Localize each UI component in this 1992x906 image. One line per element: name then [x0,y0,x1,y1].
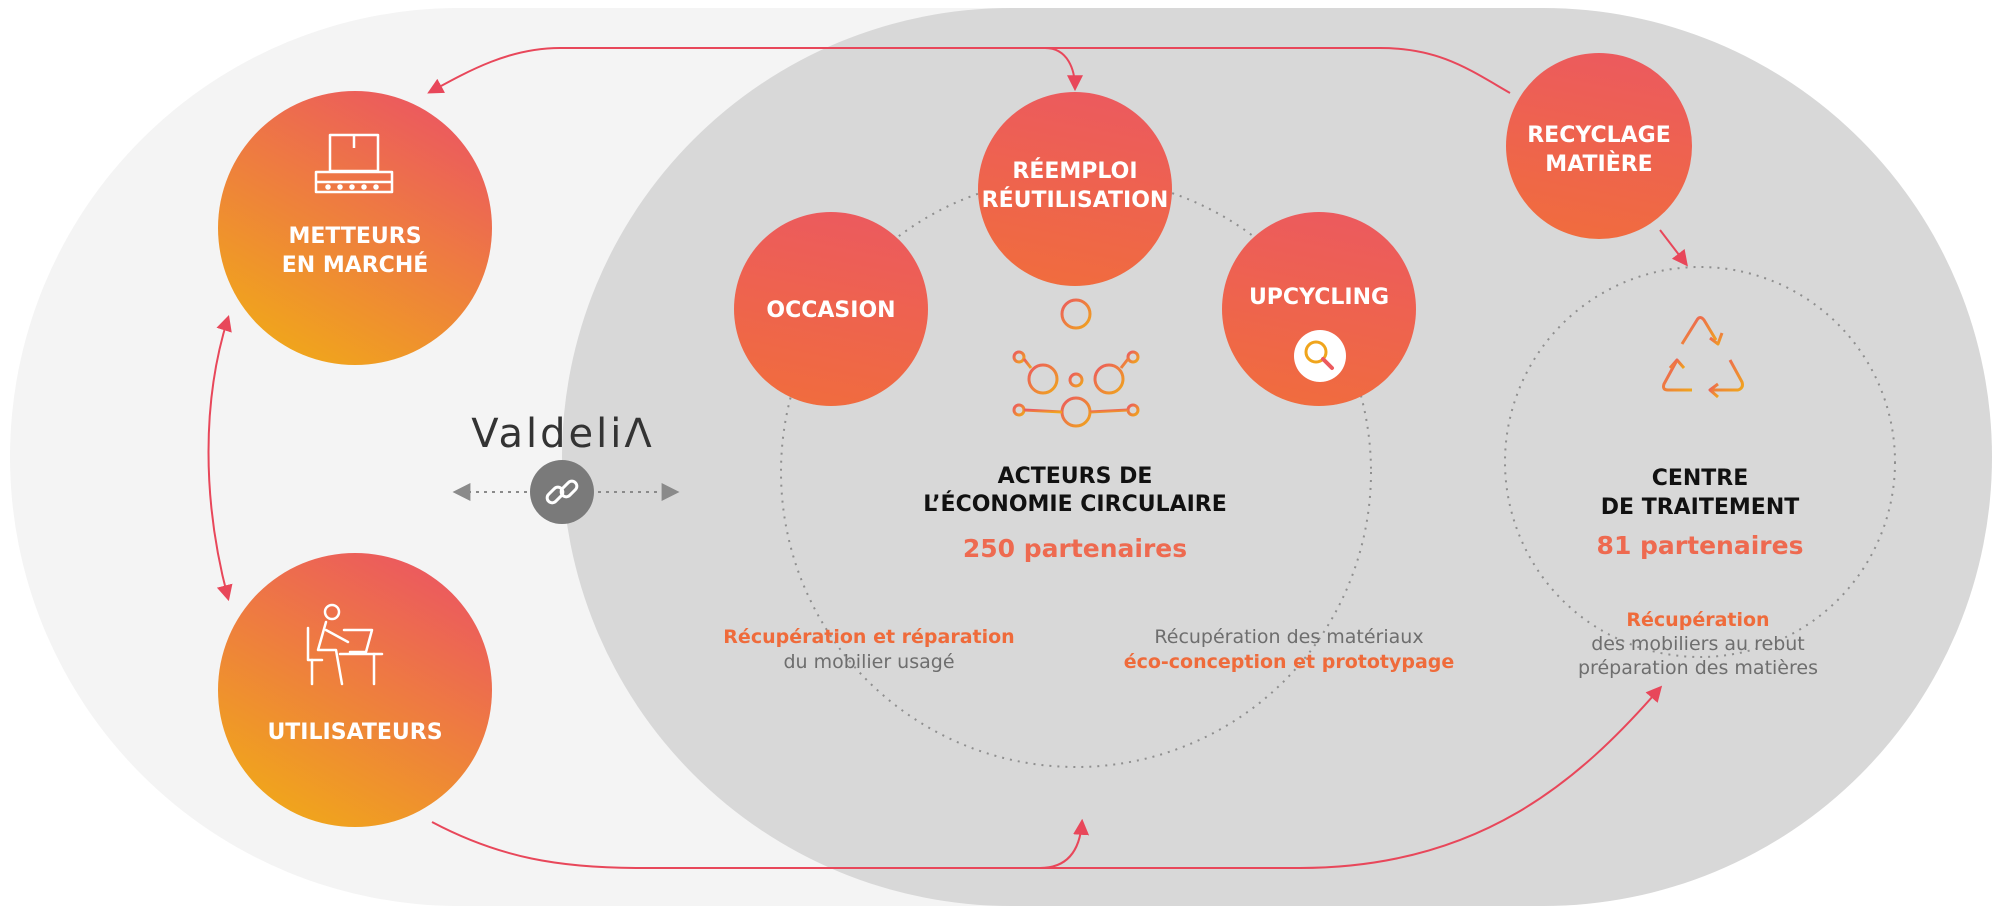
arrow-to-centre [1040,685,1663,869]
utilisateurs-label: UTILISATEURS [267,720,442,745]
valdelia-connector [452,460,680,524]
metteurs-label-2: EN MARCHÉ [282,252,429,278]
recycle-icon [1662,316,1744,399]
valdelia-logo: ValdeliΛ [471,411,654,457]
centre-title-2: DE TRAITEMENT [1601,495,1799,520]
occasion-label: OCCASION [766,298,895,323]
node-metteurs: METTEURS EN MARCHÉ [218,91,492,365]
economie-right-accent: éco-conception et prototypage [1124,651,1455,673]
node-occasion: OCCASION [734,212,928,406]
centre-count: 81 partenaires [1597,531,1804,560]
person-at-desk-icon [306,603,384,686]
metteurs-label-1: METTEURS [288,224,421,249]
inner-background [562,8,1992,906]
recyclage-label-1: RECYCLAGE [1527,123,1671,148]
economie-dotted-arc [780,176,1372,768]
arrow-to-metteurs [427,47,1045,94]
node-upcycling: UPCYCLING [1222,212,1416,406]
reemploi-label-1: RÉEMPLOI [1012,158,1137,184]
magnifier-icon [1294,330,1346,382]
reemploi-label-2: RÉUTILISATION [982,187,1169,213]
arrow-bottom-loop [431,818,1090,869]
economie-left-gray: du mobilier usagé [783,651,954,673]
centre-gray-1: des mobiliers au rebut [1591,633,1805,655]
node-reemploi: RÉEMPLOI RÉUTILISATION [978,92,1172,286]
arrow-metteurs-utilisateurs [207,314,233,602]
economie-left-accent: Récupération et réparation [723,626,1014,648]
economie-right-gray: Récupération des matériaux [1154,626,1423,648]
arrow-top-loop [1044,47,1511,94]
link-icon [545,479,579,505]
centre-dotted-arc [1504,266,1896,658]
arrow-recyclage-centre [1659,229,1688,267]
centre-gray-2: préparation des matières [1578,657,1818,679]
economie-title-2: L’ÉCONOMIE CIRCULAIRE [923,491,1227,517]
network-people-icon [1012,298,1140,428]
centre-accent: Récupération [1626,609,1769,631]
recyclage-label-2: MATIÈRE [1545,151,1652,177]
centre-title-1: CENTRE [1652,466,1749,491]
node-recyclage: RECYCLAGE MATIÈRE [1506,53,1692,239]
economie-title-1: ACTEURS DE [998,464,1153,489]
upcycling-label: UPCYCLING [1249,285,1389,310]
conveyor-box-icon [314,133,394,194]
node-utilisateurs: UTILISATEURS [218,553,492,827]
economie-count: 250 partenaires [963,534,1187,563]
